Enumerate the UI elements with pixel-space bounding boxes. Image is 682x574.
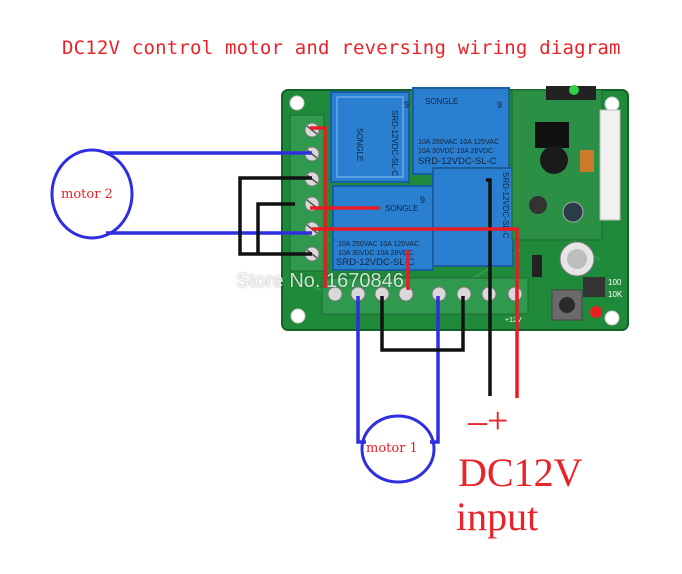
- power-polarity-label: –+: [468, 400, 509, 442]
- relay-top-right: [412, 87, 510, 175]
- relay-brand-tl: SONGLE: [355, 128, 364, 161]
- relay-top-left: [330, 91, 410, 183]
- relay-model-br: SRD-12VDC-SL-C: [501, 172, 510, 238]
- relay-model-tr: SRD-12VDC-SL-C: [418, 156, 497, 167]
- relay-bottom-right: [432, 167, 514, 267]
- motor-1-circle: [360, 414, 436, 484]
- input-label: input: [456, 494, 539, 539]
- relay-pin-bl: 9: [420, 195, 425, 205]
- relay-model-bl: SRD-12VDC-SL-C: [336, 257, 415, 268]
- relay-rating-tr-1: 10A 250VAC 10A 125VAC: [418, 139, 499, 146]
- motor-1-wires: [356, 296, 440, 444]
- motor-2-label: motor 2: [61, 187, 113, 202]
- jumper-100-label: 100: [608, 278, 622, 287]
- motor-2-circle: [50, 148, 134, 240]
- jumper-10k-label: 10K: [608, 290, 623, 299]
- relay-pin-tr: 9: [497, 100, 502, 110]
- relay-rating-bl-1: 10A 250VAC 10A 125VAC: [338, 241, 419, 248]
- diagram-title: DC12V control motor and reversing wiring…: [62, 37, 621, 59]
- dc12v-label: DC12V: [458, 450, 583, 495]
- relay-model-tl: SRD-12VDC-SL-C: [390, 110, 399, 176]
- relay-rating-tr-2: 10A 30VDC 10A 28VDC: [418, 148, 493, 155]
- left-terminal-block: [289, 114, 325, 272]
- black-jumper-wires: [238, 176, 492, 396]
- terminal-12v-label: +12V: [505, 317, 522, 324]
- relay-pin-tl: 9: [404, 100, 409, 110]
- store-watermark: Store No. 1670846: [236, 270, 404, 292]
- board-model-label: CX12-4: [605, 116, 617, 153]
- relay-brand-tr: SONGLE: [425, 97, 458, 106]
- red-power-wires: [310, 126, 519, 398]
- motor-1-label: motor 1: [366, 441, 418, 456]
- relay-brand-bl: SONGLE: [385, 204, 418, 213]
- relay-rating-bl-2: 10A 30VDC 10A 28VDC: [338, 250, 413, 257]
- motor-2-wires: [106, 151, 312, 235]
- receiver-module: [511, 85, 621, 321]
